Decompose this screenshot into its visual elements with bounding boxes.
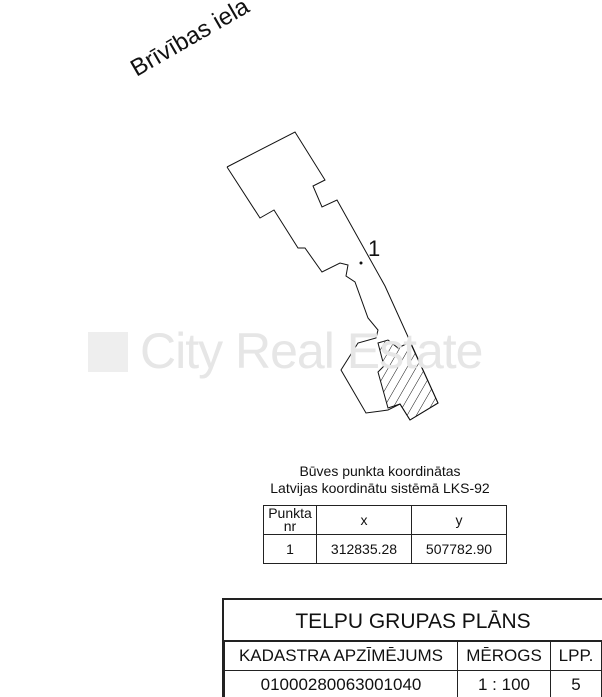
header-x: x (316, 505, 412, 535)
hatched-area (377, 339, 439, 421)
cadastral-designation-value: 01000280063001040 (224, 670, 458, 697)
title-block-value-row: 01000280063001040 1 : 100 5 (224, 670, 602, 697)
coordinates-title: Būves punkta koordinātas (299, 463, 461, 479)
cell-point-nr: 1 (263, 534, 317, 564)
header-y: y (411, 505, 507, 535)
building-outline (226, 131, 439, 421)
survey-point-marker (359, 261, 363, 265)
coordinates-caption: Būves punkta koordinātas Latvijas koordi… (240, 463, 520, 497)
table-row: 1 312835.28 507782.90 (263, 534, 507, 564)
coordinates-table: Punkta nr x y 1 312835.28 507782.90 (263, 505, 507, 564)
plan-title: TELPU GRUPAS PLĀNS (224, 600, 602, 641)
survey-point-label: 1 (368, 236, 381, 261)
cell-y: 507782.90 (411, 534, 507, 564)
scale-value: 1 : 100 (457, 670, 551, 697)
cell-x: 312835.28 (316, 534, 412, 564)
title-block: TELPU GRUPAS PLĀNS KADASTRA APZĪMĒJUMS M… (222, 598, 602, 697)
page-value: 5 (550, 670, 602, 697)
title-block-header-row: KADASTRA APZĪMĒJUMS MĒROGS LPP. (224, 641, 602, 671)
header-scale: MĒROGS (457, 641, 551, 671)
coordinates-subtitle: Latvijas koordinātu sistēmā LKS-92 (270, 480, 490, 496)
